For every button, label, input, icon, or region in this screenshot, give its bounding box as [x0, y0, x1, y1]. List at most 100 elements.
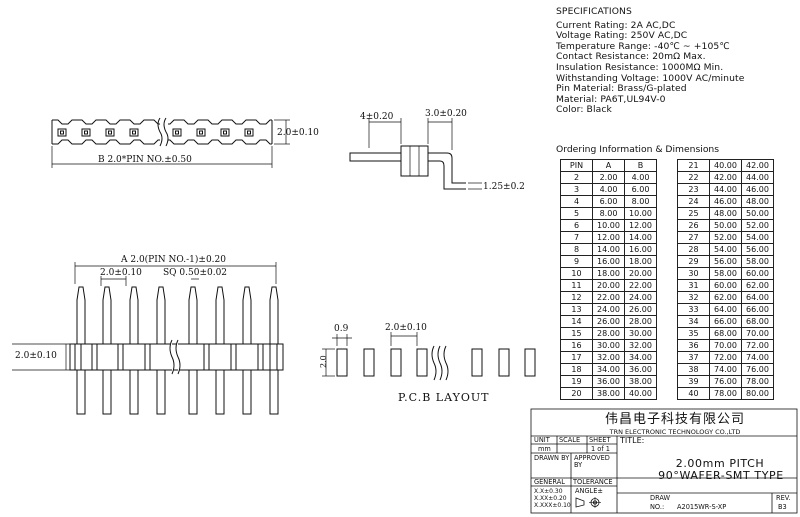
side-4-dim: 4±0.20	[360, 112, 394, 122]
pin-cell: 6	[560, 219, 593, 232]
pin-cell: 36	[677, 339, 710, 352]
front-a-dim: A 2.0(PIN NO.-1)±0.20	[120, 254, 226, 265]
side-view	[349, 118, 482, 190]
pin-cell: 21	[677, 159, 710, 172]
b-cell: 48.00	[741, 195, 774, 208]
spec-line: Voltage Rating: 250V AC,DC	[556, 30, 688, 42]
pin-cell: 40	[677, 387, 710, 400]
b-cell: 68.00	[741, 315, 774, 328]
a-cell: 16.00	[592, 255, 625, 268]
b-cell: 14.00	[624, 231, 657, 244]
a-cell: 78.00	[709, 387, 742, 400]
a-cell: 74.00	[709, 363, 742, 376]
pin-cell: 33	[677, 303, 710, 316]
sheet-label: SHEET	[589, 436, 611, 444]
b-cell: 30.00	[624, 327, 657, 340]
a-cell: 70.00	[709, 339, 742, 352]
pin-cell: 16	[560, 339, 593, 352]
spec-line: Pin Material: Brass/G-plated	[556, 83, 687, 95]
b-cell: 80.00	[741, 387, 774, 400]
tolerance-1: X.X±0.30	[534, 488, 563, 495]
b-cell: 28.00	[624, 315, 657, 328]
b-cell: 44.00	[741, 171, 774, 184]
front-pins	[76, 286, 279, 415]
rev-value: B3	[778, 503, 787, 511]
b-cell: 72.00	[741, 339, 774, 352]
b-cell: 76.00	[741, 363, 774, 376]
pin-cell: 18	[560, 363, 593, 376]
pin-cell: 25	[677, 207, 710, 220]
a-cell: 30.00	[592, 339, 625, 352]
general-label: GENERAL	[534, 478, 565, 486]
b-cell: 78.00	[741, 375, 774, 388]
b-cell: 18.00	[624, 255, 657, 268]
side-125-dim: 1.25±0.2	[483, 182, 525, 192]
a-cell: 60.00	[709, 279, 742, 292]
pin-cell: 24	[677, 195, 710, 208]
b-cell: 40.00	[624, 387, 657, 400]
a-cell: 36.00	[592, 375, 625, 388]
b-cell: 50.00	[741, 207, 774, 220]
b-cell: 60.00	[741, 267, 774, 280]
b-cell: 12.00	[624, 219, 657, 232]
top-view	[51, 117, 290, 168]
top-height-dim: 2.0±0.10	[277, 128, 319, 138]
drawing-no-label: NO.:	[650, 503, 665, 511]
a-cell: 46.00	[709, 195, 742, 208]
pin-cell: 8	[560, 243, 593, 256]
a-cell: 34.00	[592, 363, 625, 376]
drawing-title-line2: 90°WAFER-SMT TYPE	[658, 469, 784, 482]
a-cell: 58.00	[709, 267, 742, 280]
top-view-holes	[57, 128, 254, 137]
b-cell: 54.00	[741, 231, 774, 244]
a-cell: 24.00	[592, 303, 625, 316]
pin-cell: 35	[677, 327, 710, 340]
spec-line: Withstanding Voltage: 1000V AC/minute	[556, 72, 745, 84]
pin-cell: 23	[677, 183, 710, 196]
spec-line: Contact Resistance: 20mΩ Max.	[556, 51, 706, 63]
b-cell: 36.00	[624, 363, 657, 376]
ordering-title: Ordering Information & Dimensions	[556, 144, 720, 155]
draw-label: DRAW	[650, 494, 671, 502]
spec-line: Temperature Range: -40℃ ~ +105℃	[556, 40, 730, 52]
a-cell: 26.00	[592, 315, 625, 328]
tolerance-label: TOLERANCE	[573, 478, 613, 486]
b-cell: 58.00	[741, 255, 774, 268]
header-a: A	[592, 159, 625, 172]
pin-cell: 27	[677, 231, 710, 244]
pin-cell: 20	[560, 387, 593, 400]
a-cell: 56.00	[709, 255, 742, 268]
b-cell: 42.00	[741, 159, 774, 172]
pcb-20-dim: 2.0	[319, 355, 328, 368]
front-sq-dim: SQ 0.50±0.02	[163, 268, 227, 278]
a-cell: 68.00	[709, 327, 742, 340]
spec-line: Insulation Resistance: 1000MΩ Min.	[556, 61, 724, 73]
a-cell: 72.00	[709, 351, 742, 364]
a-cell: 66.00	[709, 315, 742, 328]
pin-cell: 17	[560, 351, 593, 364]
side-3-dim: 3.0±0.20	[425, 109, 467, 119]
header-b: B	[624, 159, 657, 172]
title-block-frame	[530, 408, 798, 514]
b-cell: 56.00	[741, 243, 774, 256]
b-cell: 8.00	[624, 195, 657, 208]
